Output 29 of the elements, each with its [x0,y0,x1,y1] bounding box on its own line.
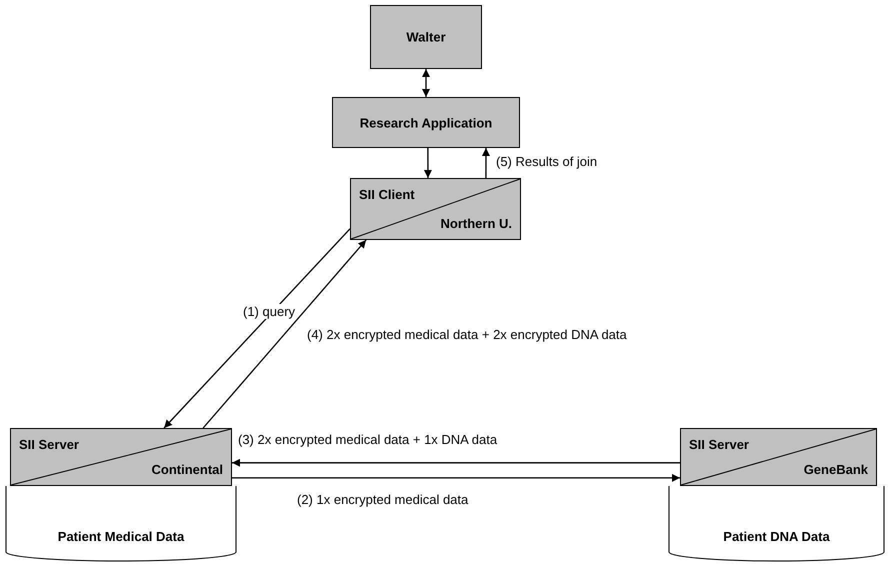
arrow [164,228,350,428]
edge-label: (3) 2x encrypted medical data + 1x DNA data [238,432,498,447]
node-label: GeneBank [804,462,868,477]
process-box [332,97,520,148]
server-box [10,428,232,486]
server-box [350,178,521,240]
process-box [370,5,482,69]
arrow [424,148,432,178]
server-box [680,428,877,486]
node-label: Patient Medical Data [58,529,184,544]
node-label: SII Client [359,187,415,202]
node-label: Patient DNA Data [723,529,830,544]
arrow [232,458,680,467]
edge-label: (4) 2x encrypted medical data + 2x encrypted DNA data [307,327,627,342]
arrow [232,474,680,482]
database-cylinder [668,486,885,562]
node-label: SII Server [19,437,79,452]
arrow [422,69,430,97]
edge-label: (1) query [243,304,296,319]
node-label: SII Server [689,437,749,452]
database-cylinder [5,486,237,562]
node-label: Walter [406,30,446,44]
arrow [202,240,367,428]
node-label: Continental [152,462,223,477]
edge-label: (5) Results of join [496,154,598,169]
arrow [482,148,490,178]
node-label: Northern U. [440,216,512,231]
node-label: Research Application [360,115,492,130]
edge-label: (2) 1x encrypted medical data [297,492,468,507]
